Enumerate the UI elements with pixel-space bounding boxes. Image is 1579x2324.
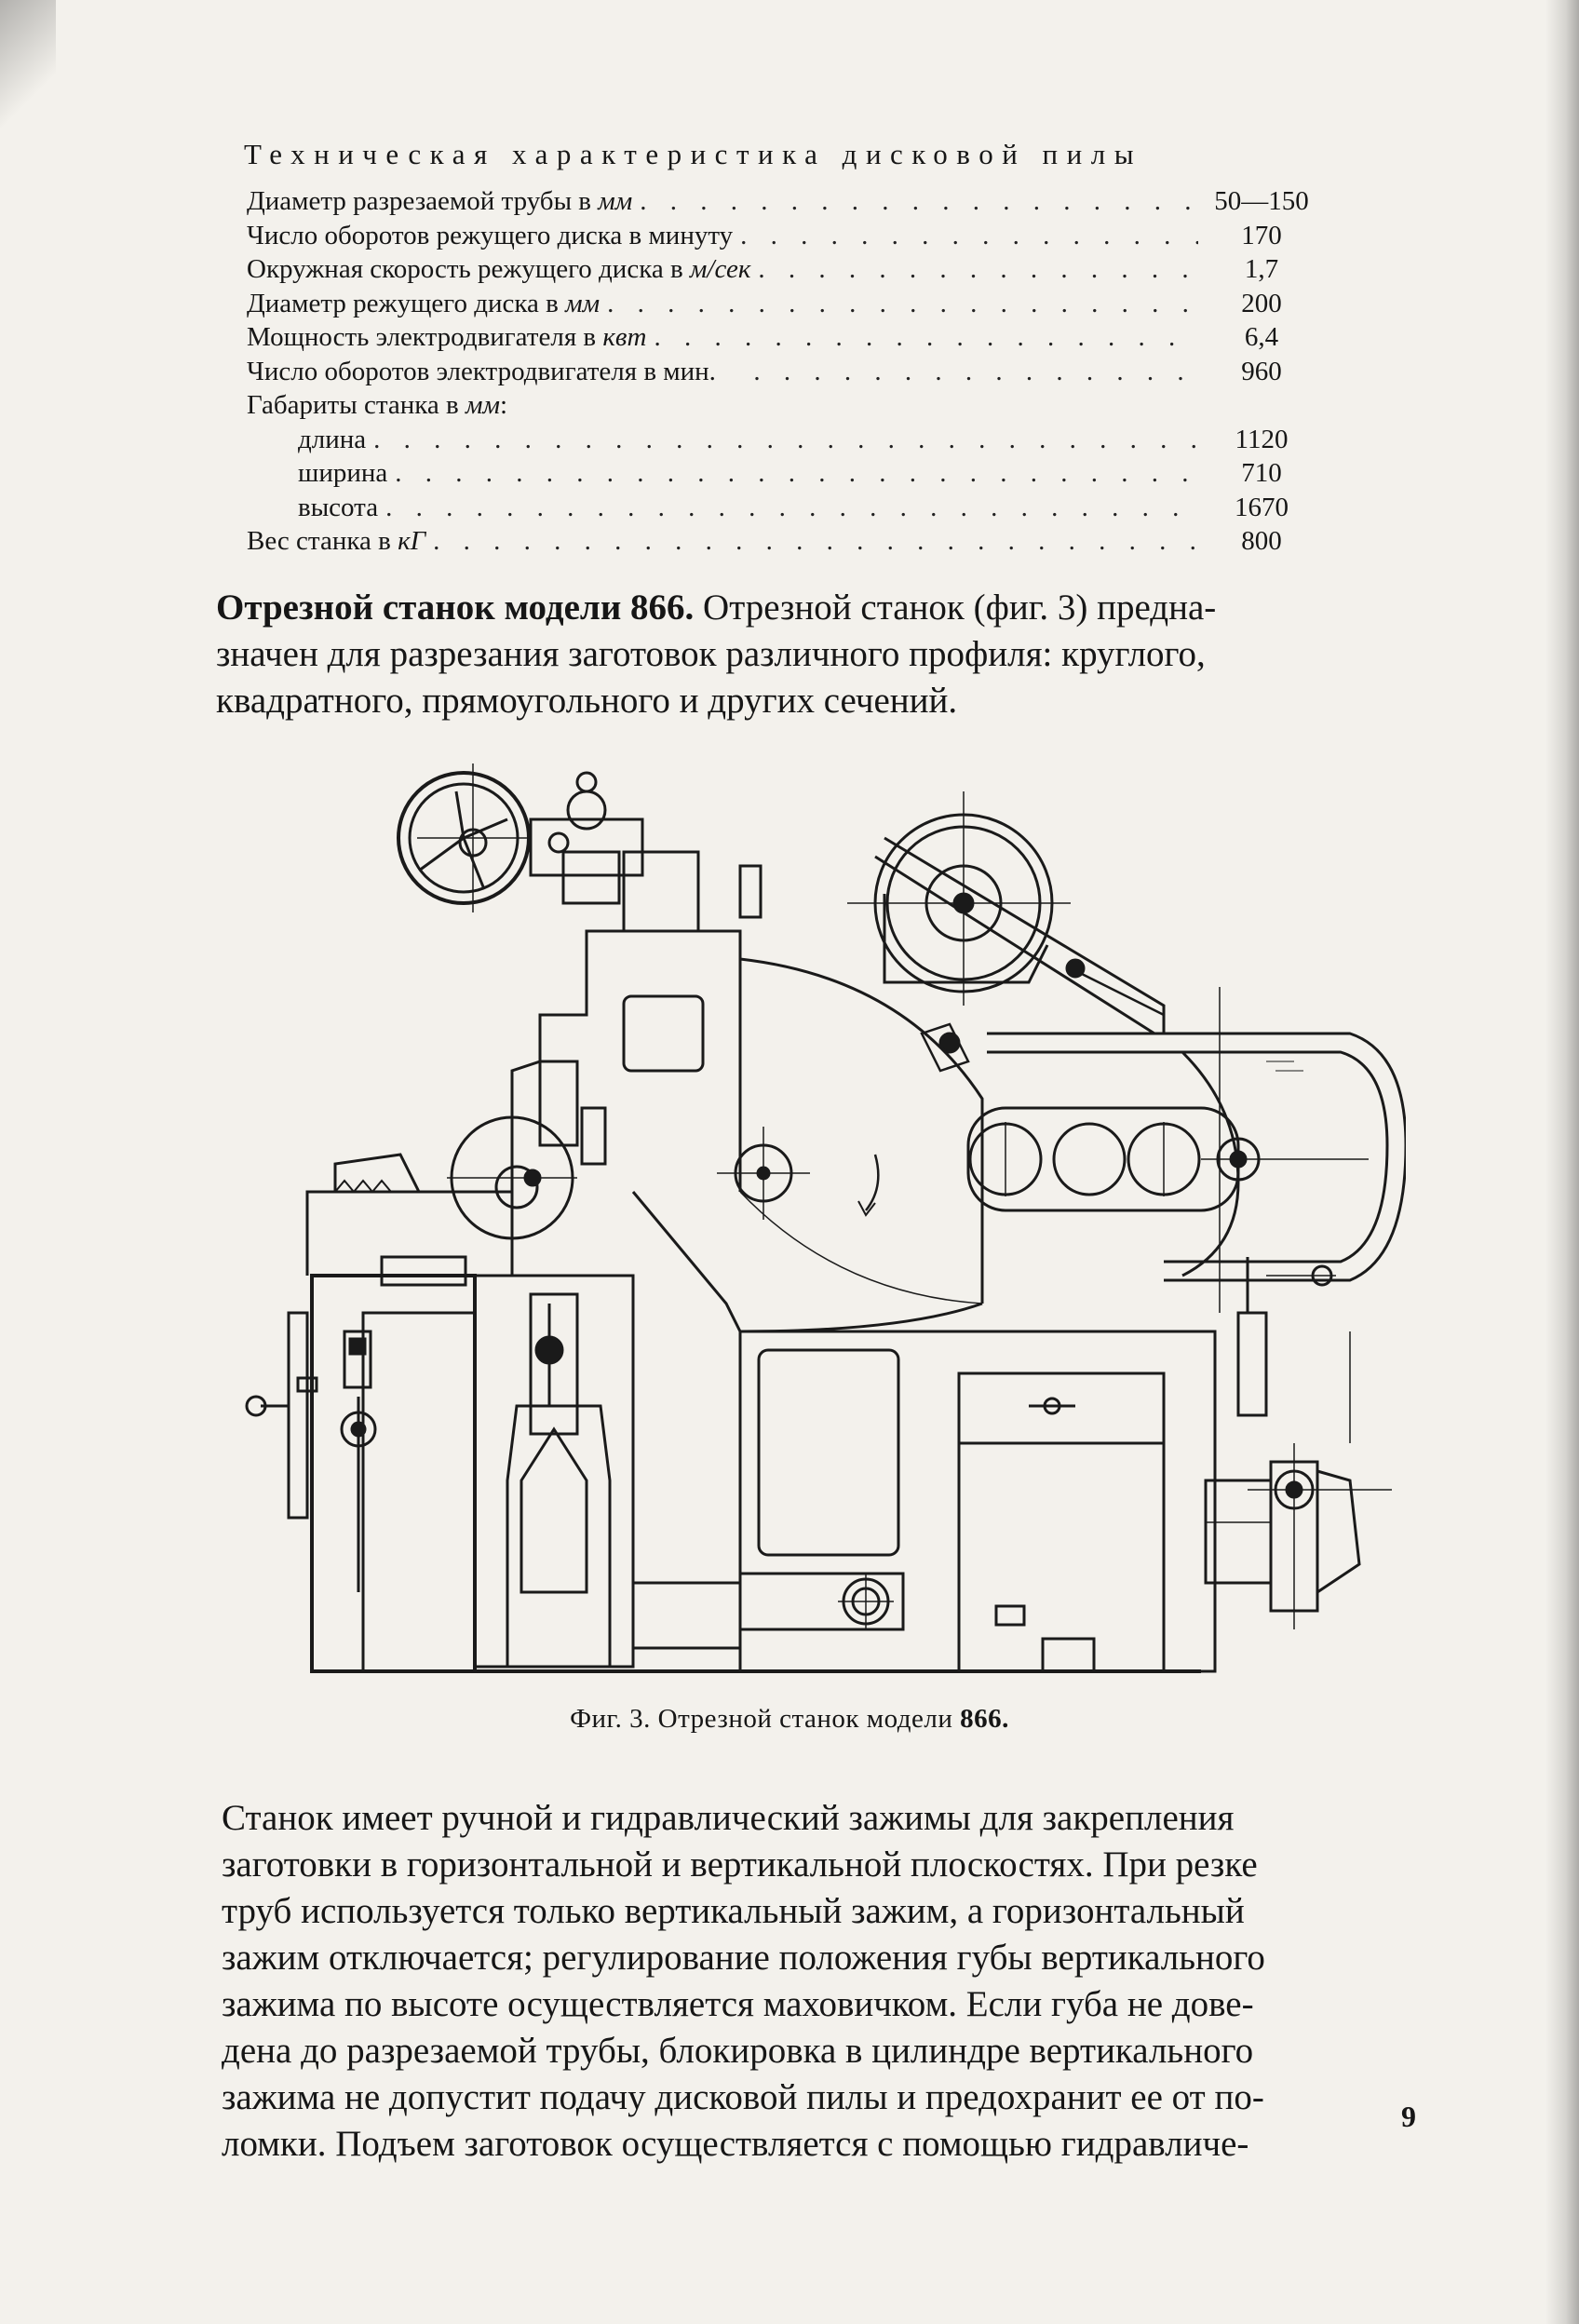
spec-label: Диаметр режущего диска в: [247, 288, 566, 318]
machine-drawing: [245, 763, 1406, 1673]
paragraph-line: квадратного, прямоугольного и других сеч…: [216, 681, 958, 721]
spec-row: Число оборотов режущего диска в минуту .…: [247, 221, 1317, 255]
spec-value: 6,4: [1244, 322, 1279, 352]
spec-row: Мощность электродвигателя в квт . . . . …: [247, 322, 1317, 357]
leader-dots: . . . . . . . . . . . . . . . . . . . . …: [753, 356, 1198, 386]
spec-unit: мм: [565, 288, 601, 318]
caption-model: 866.: [960, 1704, 1009, 1734]
figure-number: Фиг. 3.: [570, 1704, 651, 1734]
spec-label: Число оборотов электродвигателя в мин.: [247, 356, 716, 386]
spec-row: Диаметр разрезаемой трубы в мм . . . . .…: [247, 186, 1317, 221]
leader-dots: . . . . . . . . . . . . . . . . . . . . …: [654, 322, 1198, 352]
spec-value: 170: [1241, 220, 1282, 250]
paragraph-line: дена до разрезаемой трубы, блокировка в …: [222, 2031, 1254, 2071]
scan-shadow-left: [0, 0, 56, 130]
leader-dots: . . . . . . . . . . . . . . . . . . . . …: [433, 526, 1198, 556]
body-paragraph: Станок имеет ручной и гидравлический заж…: [156, 1795, 1452, 2168]
paragraph-line: Отрезной станок (фиг. 3) предна-: [694, 588, 1217, 628]
spec-value: 200: [1241, 288, 1282, 318]
spec-row: длина . . . . . . . . . . . . . . . . . …: [247, 425, 1317, 459]
spec-label: высота: [298, 492, 379, 522]
intro-paragraph: Отрезной станок модели 866. Отрезной ста…: [155, 585, 1439, 724]
spec-table: Диаметр разрезаемой трубы в мм . . . . .…: [247, 186, 1317, 561]
spec-label: Окружная скорость режущего диска в: [247, 254, 690, 284]
page-number: 9: [1401, 2100, 1416, 2133]
section-heading: Отрезной станок модели 866.: [216, 588, 695, 628]
leader-dots: . . . . . . . . . . . . . . . . . . . . …: [395, 458, 1198, 488]
spec-unit: м/сек: [689, 254, 751, 284]
spec-value: 1670: [1235, 492, 1289, 522]
spec-label: Вес станка в: [247, 526, 398, 556]
spec-value: 710: [1241, 458, 1282, 488]
paragraph-line: значен для разрезания заготовок различно…: [216, 634, 1206, 674]
spec-row-group-heading: Габариты станка в мм:: [247, 390, 1317, 425]
scan-shadow-right: [1545, 0, 1579, 2324]
paragraph-line: зажим отключается; регулирование положен…: [222, 1938, 1265, 1978]
spec-label: ширина: [298, 458, 388, 488]
spec-row: Окружная скорость режущего диска в м/сек…: [247, 254, 1317, 289]
spec-row: ширина . . . . . . . . . . . . . . . . .…: [247, 458, 1317, 493]
spec-row: Вес станка в кГ . . . . . . . . . . . . …: [247, 526, 1317, 561]
spec-row: Диаметр режущего диска в мм . . . . . . …: [247, 289, 1317, 323]
spec-title: Техническая характеристика дисковой пилы: [244, 138, 1143, 170]
leader-dots: . . . . . . . . . . . . . . . . . . . . …: [740, 220, 1198, 250]
leader-dots: . . . . . . . . . . . . . . . . . . . . …: [607, 288, 1198, 318]
spec-label: Мощность электродвигателя в: [247, 322, 603, 352]
spec-value: 800: [1241, 526, 1282, 556]
spec-suffix: :: [500, 390, 508, 420]
paragraph-line: Станок имеет ручной и гидравлический заж…: [222, 1798, 1235, 1838]
paragraph-line: зажима по высоте осуществляется маховичк…: [222, 1984, 1254, 2024]
spec-label: длина: [298, 424, 367, 454]
spec-unit: мм: [598, 186, 633, 216]
spec-row: высота . . . . . . . . . . . . . . . . .…: [247, 493, 1317, 527]
paragraph-line: зажима не допустит подачу дисковой пилы …: [222, 2077, 1264, 2117]
spec-label: Число оборотов режущего диска в минуту: [247, 220, 734, 250]
caption-text: Отрезной станок модели: [650, 1704, 961, 1734]
spec-unit: мм: [465, 390, 500, 420]
spec-label: Диаметр разрезаемой трубы в: [247, 186, 599, 216]
paragraph-line: ломки. Подъем заготовок осуществляется с…: [222, 2124, 1249, 2164]
leader-dots: . . . . . . . . . . . . . . . . . . . . …: [385, 492, 1198, 522]
paragraph-line: труб используется только вертикальный за…: [222, 1891, 1245, 1931]
spec-value: 1,7: [1244, 254, 1279, 284]
spec-unit: квт: [602, 322, 647, 352]
spec-value: 1120: [1235, 424, 1289, 454]
leader-dots: . . . . . . . . . . . . . . . . . . . . …: [758, 254, 1198, 284]
leader-dots: . . . . . . . . . . . . . . . . . . . . …: [640, 186, 1198, 216]
figure-caption: Фиг. 3. Отрезной станок модели 866.: [0, 1704, 1579, 1735]
paragraph-line: заготовки в горизонтальной и вертикально…: [222, 1844, 1258, 1885]
spec-value: 50—150: [1214, 186, 1309, 216]
spec-label: Габариты станка в: [247, 390, 466, 420]
leader-dots: . . . . . . . . . . . . . . . . . . . . …: [373, 424, 1198, 454]
spec-row: Число оборотов электродвигателя в мин. .…: [247, 357, 1317, 391]
spec-value: 960: [1241, 356, 1282, 386]
spec-unit: кГ: [398, 526, 426, 556]
